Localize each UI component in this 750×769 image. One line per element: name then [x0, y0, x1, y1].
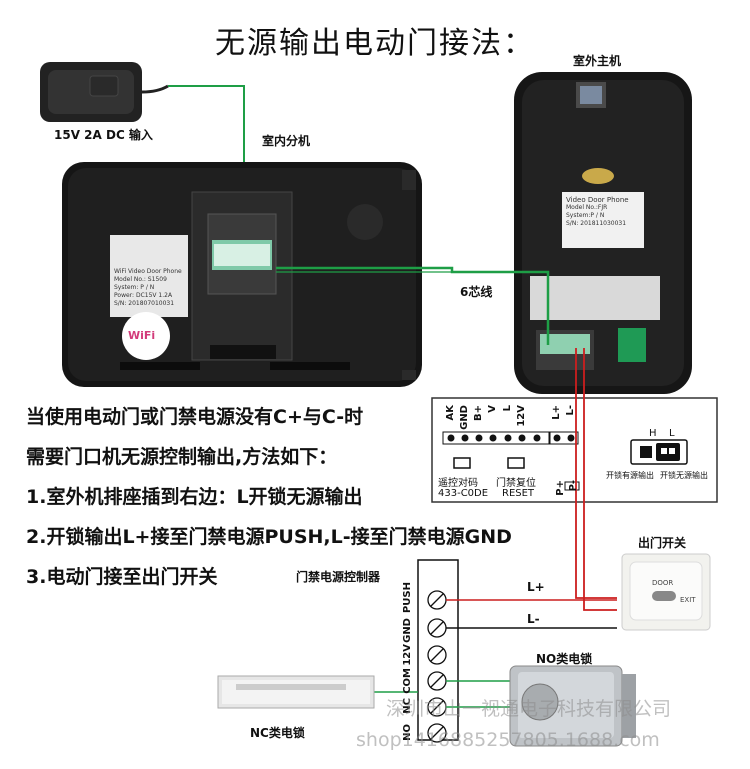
indoor-unit-label: 室内分机: [262, 134, 311, 148]
button-label-pairing: 遥控对码: [438, 478, 478, 489]
no-lock-label: NO类电锁: [536, 652, 593, 666]
exit-button-label: 出门开关: [638, 536, 687, 550]
nc-maglock: [217, 675, 375, 709]
outdoor-unit: [514, 72, 692, 394]
wire-label-l-minus: L-: [527, 612, 540, 626]
terminal-12v: 12V: [402, 644, 413, 666]
pin-label-l: L: [502, 405, 513, 412]
pin-label-l-minus: L-: [565, 405, 576, 416]
button-code-reset: RESET: [502, 488, 535, 499]
pin-label-12v: 12V: [516, 405, 527, 427]
pin-label-l-plus: L+: [551, 405, 562, 420]
instruction-line-3: 1.室外机排座插到右边：L开锁无源输出: [26, 486, 363, 508]
instruction-line-5: 3.电动门接至出门开关: [26, 566, 218, 588]
instruction-line-2: 需要门口机无源控制输出,方法如下：: [26, 446, 338, 468]
jumper-label-passive: 开锁无源输出: [660, 471, 708, 480]
wire-label-l-plus: L+: [527, 580, 545, 594]
wifi-badge: WiFi: [128, 329, 156, 342]
indoor-unit: [62, 162, 422, 387]
outdoor-spec-label: Video Door Phone Model No.:FJR System:P …: [566, 196, 629, 227]
jumper-l: L: [669, 428, 675, 439]
terminal-gnd: GND: [402, 618, 413, 643]
cable-label: 6芯线: [460, 285, 493, 299]
no-electric-lock: [509, 665, 636, 747]
watermark-url: shop1416885257805.1688.com: [356, 729, 660, 751]
exit-button-text-door: DOOR: [652, 579, 674, 587]
pin-label-ak: AK: [445, 405, 456, 421]
access-controller-block: [417, 559, 459, 743]
exit-button-device: [621, 553, 711, 631]
indoor-spec-label: WiFi Video Door Phone Model No.: S1509 S…: [114, 268, 182, 307]
watermark-company: 深圳市山一视通电子科技有限公司: [386, 698, 672, 720]
jumper-h: H: [649, 428, 657, 439]
pin-label-p-minus: P-: [568, 480, 579, 492]
page-title: 无源输出电动门接法：: [215, 26, 535, 61]
instruction-line-4: 2.开锁输出L+接至门禁电源PUSH,L-接至门禁电源GND: [26, 526, 512, 548]
instruction-line-1: 当使用电动门或门禁电源没有C+与C-时: [26, 406, 364, 428]
pin-label-v: V: [487, 405, 498, 413]
pin-label-gnd: GND: [459, 405, 470, 430]
terminal-com: COM: [402, 668, 413, 694]
button-code-pairing: 433-C0DE: [438, 488, 489, 499]
pin-label-p-plus: P+: [555, 480, 566, 496]
exit-button-text-exit: EXIT: [680, 596, 696, 604]
terminal-push: PUSH: [402, 582, 413, 614]
button-label-reset: 门禁复位: [496, 478, 536, 489]
power-adapter: [40, 62, 169, 122]
power-input-label: 15V 2A DC 输入: [54, 128, 153, 142]
jumper-label-active: 开锁有源输出: [606, 471, 654, 480]
pin-label-b-plus: B+: [473, 405, 484, 422]
nc-lock-label: NC类电锁: [250, 726, 305, 740]
outdoor-unit-label: 室外主机: [573, 54, 622, 68]
access-controller-label: 门禁电源控制器: [296, 570, 381, 584]
